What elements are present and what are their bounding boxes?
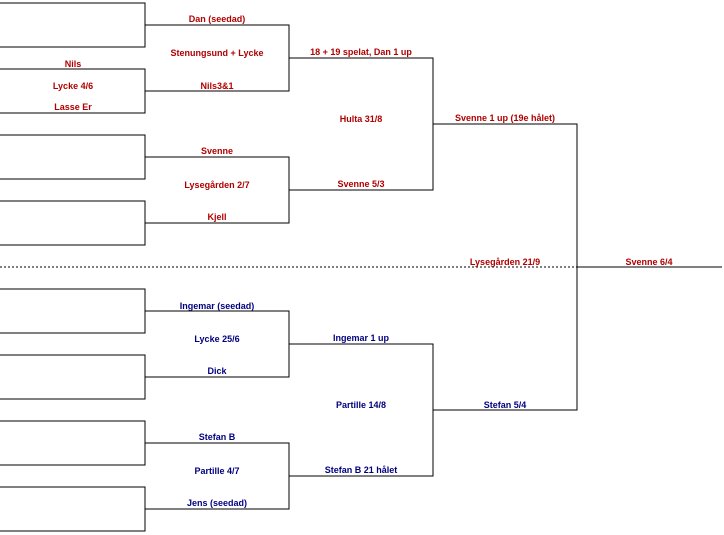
round1-slots-bottom (0, 288, 146, 532)
r2-player: Svenne (201, 146, 233, 156)
qf-venue: Hulta 31/8 (340, 114, 383, 124)
quarterfinal-labels: 18 + 19 spelat, Dan 1 up Hulta 31/8 Sven… (310, 47, 412, 475)
round2-labels-bottom: Ingemar (seedad) Lycke 25/6 Dick Stefan … (180, 301, 255, 508)
qf-result: 18 + 19 spelat, Dan 1 up (310, 47, 412, 57)
round1-slots-top (0, 2, 146, 246)
r1-slot-3 (0, 134, 146, 180)
r2-player: Dan (seedad) (189, 14, 246, 24)
qf-connector-bottom (289, 343, 434, 477)
r2-player: Dick (207, 366, 227, 376)
round1-labels-top: Nils Lycke 4/6 Lasse Er (53, 59, 93, 112)
sf-winner-bottom: Stefan 5/4 (484, 400, 527, 410)
r1-label: Lasse Er (54, 102, 92, 112)
r2-venue: Stenungsund + Lycke (171, 48, 264, 58)
qf-result: Ingemar 1 up (333, 333, 390, 343)
r1-slot-4 (0, 200, 146, 246)
final-venue: Lysegården 21/9 (470, 257, 540, 267)
r2-player: Kjell (207, 212, 226, 222)
qf-venue: Partille 14/8 (336, 400, 386, 410)
r2-player: Stefan B (199, 432, 236, 442)
qf-result: Svenne 5/3 (337, 179, 384, 189)
champion-label: Svenne 6/4 (625, 257, 672, 267)
r1-slot-5 (0, 288, 146, 334)
qf-result: Stefan B 21 hålet (325, 465, 398, 475)
r1-slot-8 (0, 486, 146, 532)
r1-slot-7 (0, 420, 146, 466)
round2-labels-top: Dan (seedad) Stenungsund + Lycke Nils3&1… (171, 14, 264, 222)
r2-venue: Partille 4/7 (194, 466, 239, 476)
r1-label: Nils (65, 59, 82, 69)
sf-winner-top: Svenne 1 up (19e hålet) (455, 113, 555, 123)
qf-connector-top (289, 57, 434, 191)
r2-player: Jens (seedad) (187, 498, 247, 508)
r2-player: Nils3&1 (200, 81, 233, 91)
r1-slot-1 (0, 2, 146, 48)
semifinal-labels: Svenne 1 up (19e hålet) Lysegården 21/9 … (455, 113, 555, 410)
r1-label: Lycke 4/6 (53, 81, 93, 91)
r2-venue: Lycke 25/6 (194, 334, 239, 344)
r1-slot-6 (0, 354, 146, 400)
r2-player: Ingemar (seedad) (180, 301, 255, 311)
r2-venue: Lysegården 2/7 (184, 180, 249, 190)
